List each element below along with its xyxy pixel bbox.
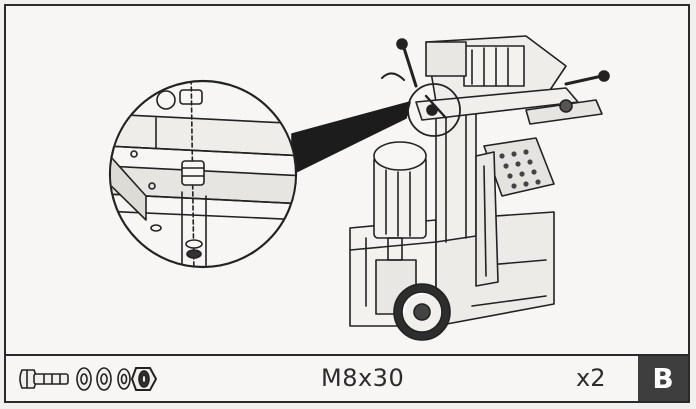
assembly-illustration (6, 6, 688, 354)
detail-zoom-circle (108, 79, 298, 269)
nut-icon (130, 367, 158, 391)
machine-illustration (349, 35, 610, 341)
lock-washer-icon (117, 368, 131, 390)
bolt-icon (19, 369, 69, 389)
washer-icon (96, 367, 112, 391)
step-badge: B (638, 356, 688, 401)
fastener-spec: M8x30 (321, 364, 405, 392)
hardware-icons (18, 362, 178, 396)
instruction-panel: M8x30 x2 B (4, 4, 690, 403)
footer-divider (6, 354, 688, 356)
fastener-quantity: x2 (576, 364, 606, 392)
parts-footer: M8x30 x2 B (6, 356, 688, 401)
washer-icon (76, 367, 92, 391)
